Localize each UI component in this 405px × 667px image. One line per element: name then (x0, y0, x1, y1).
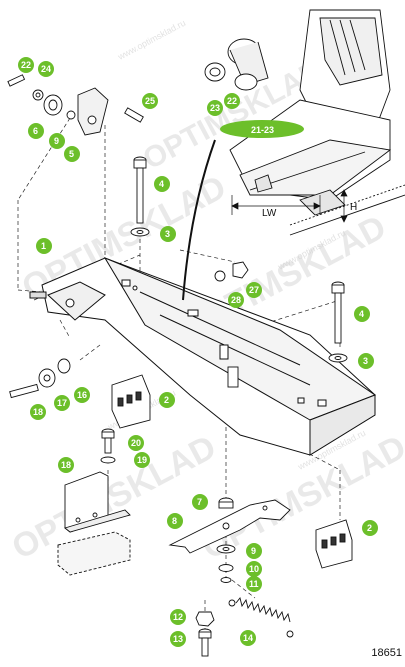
callout-13: 13 (170, 631, 186, 647)
sleeve-part-22 (227, 38, 269, 91)
svg-text:2: 2 (164, 395, 169, 405)
svg-text:2: 2 (367, 523, 372, 533)
connector-part-2-right (315, 519, 353, 569)
bearing-part-23 (204, 62, 226, 82)
callout-label: 21-23 (251, 125, 274, 135)
svg-text:3: 3 (363, 356, 368, 366)
callout-11: 11 (246, 576, 262, 592)
callout-22: 22 (224, 93, 240, 109)
spring-part-14 (228, 597, 294, 638)
connector-part-2-center (227, 366, 239, 388)
callout-3-upper: 3 (160, 226, 176, 242)
callout-9-lower: 9 (246, 543, 262, 559)
callout-6: 6 (28, 123, 44, 139)
dimension-label-lw: LW (262, 208, 277, 219)
svg-text:17: 17 (57, 398, 67, 408)
bolt-part-4-upper (130, 156, 150, 237)
callout-layer: 22 24 6 9 5 25 23 22 4 3 1 27 28 4 3 16 … (18, 57, 378, 647)
svg-text:9: 9 (251, 546, 256, 556)
svg-text:18: 18 (61, 460, 71, 470)
fastener-parts-12-13 (195, 611, 215, 657)
svg-text:22: 22 (227, 96, 237, 106)
watermark-site: www.optimsklad.ru (115, 18, 187, 63)
bracket-part-18 (57, 471, 131, 576)
callout-4-right: 4 (354, 306, 370, 322)
callout-23: 23 (207, 100, 223, 116)
svg-text:25: 25 (145, 96, 155, 106)
svg-text:23: 23 (210, 103, 220, 113)
svg-text:20: 20 (131, 438, 141, 448)
svg-text:14: 14 (243, 633, 253, 643)
screw-parts-19-20 (100, 428, 116, 464)
callout-18: 18 (58, 457, 74, 473)
svg-text:5: 5 (69, 149, 74, 159)
callout-25: 25 (142, 93, 158, 109)
svg-text:18: 18 (33, 407, 43, 417)
callout-group-21-23 (220, 120, 304, 138)
callout-1: 1 (36, 238, 52, 254)
svg-text:10: 10 (249, 564, 259, 574)
callout-9: 9 (49, 133, 65, 149)
callout-24: 24 (38, 61, 54, 77)
svg-text:11: 11 (249, 579, 259, 589)
svg-text:24: 24 (41, 64, 51, 74)
svg-text:9: 9 (54, 136, 59, 146)
nut-parts-27-28 (214, 261, 249, 282)
left-hardware-15-17 (9, 358, 71, 399)
callout-7: 7 (192, 494, 208, 510)
callout-12: 12 (170, 609, 186, 625)
callout-20: 20 (128, 435, 144, 451)
main-frame-part-1 (29, 256, 377, 456)
svg-text:12: 12 (173, 612, 183, 622)
svg-text:13: 13 (173, 634, 183, 644)
svg-text:1: 1 (41, 241, 46, 251)
dimension-lines (231, 189, 348, 223)
callout-10: 10 (246, 561, 262, 577)
callout-27: 27 (246, 282, 262, 298)
svg-text:27: 27 (249, 285, 259, 295)
callout-5: 5 (64, 146, 80, 162)
pivot-hardware-7-11 (216, 497, 236, 583)
svg-text:22: 22 (21, 60, 31, 70)
svg-text:28: 28 (231, 295, 241, 305)
callout-2-left: 2 (159, 392, 175, 408)
dimension-label-h: H (350, 202, 357, 213)
svg-text:8: 8 (172, 516, 177, 526)
callout-17: 18 (30, 404, 46, 420)
callout-4-upper: 4 (154, 176, 170, 192)
svg-text:16: 16 (77, 390, 87, 400)
svg-text:7: 7 (197, 497, 202, 507)
callout-2-right: 2 (362, 520, 378, 536)
svg-text:6: 6 (33, 126, 38, 136)
callout-16: 17 (54, 395, 70, 411)
callout-3-right: 3 (358, 353, 374, 369)
connector-part-2-left (111, 374, 151, 429)
svg-text:3: 3 (165, 229, 170, 239)
callout-8: 8 (167, 513, 183, 529)
svg-text:19: 19 (137, 455, 147, 465)
callout-19: 19 (134, 452, 150, 468)
callout-14: 14 (240, 630, 256, 646)
figure-number: 18651 (371, 647, 402, 659)
callout-28: 28 (228, 292, 244, 308)
inset-arrow (182, 139, 216, 301)
svg-text:4: 4 (159, 179, 164, 189)
callout-15: 16 (74, 387, 90, 403)
top-left-hardware (7, 74, 144, 136)
svg-text:4: 4 (359, 309, 364, 319)
callout-26: 22 (18, 57, 34, 73)
lever-part-8 (168, 499, 291, 554)
bolt-part-4-right (328, 281, 348, 363)
